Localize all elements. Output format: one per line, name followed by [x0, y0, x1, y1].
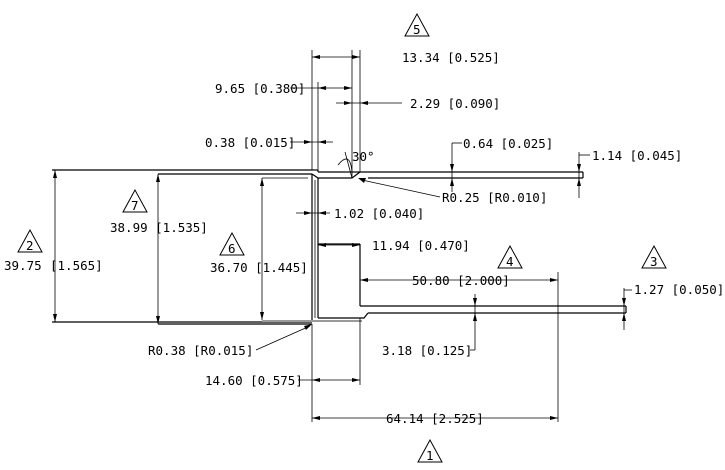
svg-text:5: 5	[413, 22, 421, 37]
callout-7: 7	[122, 188, 148, 213]
callout-3: 3	[641, 244, 667, 269]
dimension-labels: 13.34 [0.525] 9.65 [0.380] 2.29 [0.090] …	[4, 50, 724, 426]
dim-50-80: 50.80 [2.000]	[412, 273, 510, 288]
dim-13-34: 13.34 [0.525]	[402, 50, 500, 65]
svg-text:6: 6	[228, 241, 236, 256]
svg-text:4: 4	[506, 254, 514, 269]
dim-r0-38: R0.38 [R0.015]	[148, 343, 253, 358]
callout-2: 2	[17, 228, 43, 253]
callouts: 5 7 2 6 4 3 1	[17, 12, 667, 463]
dim-14-60: 14.60 [0.575]	[205, 373, 303, 388]
dim-39-75-inch: [1.565]	[50, 258, 103, 273]
dim-39-75-value: 39.75	[4, 258, 42, 273]
dim-9-65: 9.65 [0.380]	[215, 81, 305, 96]
svg-text:3: 3	[650, 254, 658, 269]
dim-0-38: 0.38 [0.015]	[205, 135, 295, 150]
dim-36-70: 36.70 [1.445]	[210, 260, 308, 275]
dim-1-27: 1.27 [0.050]	[634, 282, 724, 297]
dimension-lines	[53, 50, 632, 422]
callout-1: 1	[417, 438, 443, 463]
dim-64-14: 64.14 [2.525]	[386, 411, 484, 426]
dim-11-94: 11.94 [0.470]	[372, 238, 470, 253]
dim-r0-25: R0.25 [R0.010]	[442, 190, 547, 205]
svg-text:7: 7	[131, 198, 139, 213]
dim-38-99: 38.99 [1.535]	[110, 220, 208, 235]
dim-0-64: 0.64 [0.025]	[463, 136, 553, 151]
callout-6: 6	[219, 231, 245, 256]
svg-text:1: 1	[426, 448, 434, 463]
dim-30-deg: 30°	[352, 149, 375, 164]
dim-1-02: 1.02 [0.040]	[334, 206, 424, 221]
callout-5: 5	[404, 12, 430, 37]
callout-4: 4	[497, 244, 523, 269]
dim-2-29: 2.29 [0.090]	[410, 96, 500, 111]
svg-text:2: 2	[26, 238, 34, 253]
dim-3-18: 3.18 [0.125]	[382, 343, 472, 358]
dim-1-14: 1.14 [0.045]	[592, 148, 682, 163]
